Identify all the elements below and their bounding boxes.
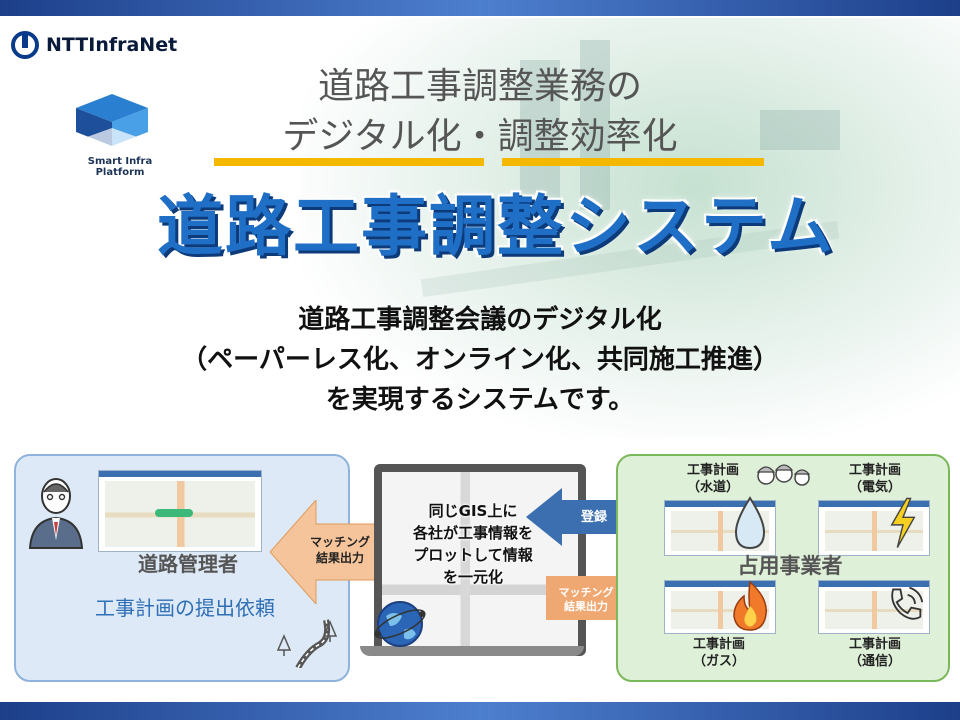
description-line3: を実現するシステムです。	[325, 385, 635, 415]
matching-result-label-right: マッチング 結果出力	[548, 586, 624, 614]
gis-line3: プロットして情報	[413, 546, 533, 564]
register-label: 登録	[580, 510, 607, 525]
page-title: 道路工事調整システム	[156, 188, 836, 265]
matching-result-label-left: マッチング 結果出力	[300, 534, 380, 566]
utility-operators-label: 占用事業者	[737, 554, 843, 578]
thumbnail-header	[99, 471, 261, 477]
gas-plan-line2: （ガス）	[692, 654, 745, 669]
background-building	[580, 40, 610, 210]
request-label: 工事計画の提出依頼	[95, 596, 275, 620]
platform-line2: Platform	[95, 167, 145, 178]
phone-icon	[891, 586, 924, 620]
water-plan-label: 工事計画 （水道）	[668, 462, 758, 496]
thumbnail-header	[819, 581, 929, 587]
platform-name: Smart Infra Platform	[60, 156, 180, 178]
ntt-logo-icon	[11, 31, 39, 59]
matching-left-line2: 結果出力	[315, 551, 364, 565]
thumbnail-header	[665, 501, 775, 507]
water-drop-icon	[734, 496, 766, 550]
background-city-illustration	[300, 18, 960, 438]
subtitle: 道路工事調整業務の デジタル化・調整効率化	[200, 62, 760, 162]
bottom-banner	[0, 702, 960, 720]
thumbnail-map	[825, 591, 923, 629]
water-plan-line2: （水道）	[686, 480, 739, 495]
description: 道路工事調整会議のデジタル化 （ペーパーレス化、オンライン化、共同施工推進） を…	[100, 300, 860, 420]
smart-infra-logo-icon	[76, 94, 148, 150]
description-line2: （ペーパーレス化、オンライン化、共同施工推進）	[181, 345, 779, 375]
electric-plan-line2: （電気）	[848, 480, 901, 495]
subtitle-line2: デジタル化・調整効率化	[282, 116, 678, 157]
utility-operators-panel	[616, 454, 950, 682]
matching-result-arrow-left	[270, 500, 382, 604]
gis-description: 同じGIS上に 各社が工事情報を プロットして情報 を一元化	[386, 500, 560, 588]
register-arrow	[526, 488, 618, 546]
telecom-plan-line2: （通信）	[848, 654, 901, 669]
matching-right-line1: マッチング	[558, 586, 614, 599]
road-administrator-label: 道路管理者	[138, 552, 238, 576]
top-banner	[0, 0, 960, 16]
electric-plan-line1: 工事計画	[848, 463, 901, 478]
workers-icon	[756, 464, 811, 486]
telecom-plan-line1: 工事計画	[848, 637, 901, 652]
lightning-icon	[890, 497, 916, 548]
laptop-base	[360, 646, 584, 656]
background-building	[760, 110, 840, 150]
trees-road-icon	[276, 619, 338, 668]
globe-icon	[374, 601, 426, 647]
ntt-logo: NTTInfraNet	[10, 30, 177, 60]
subtitle-underline	[214, 158, 484, 166]
platform-line1: Smart Infra	[87, 156, 153, 167]
gis-line1: 同じGIS上に	[428, 502, 518, 520]
flame-icon	[733, 580, 767, 631]
official-person-icon	[28, 478, 84, 549]
electric-plan-label: 工事計画 （電気）	[830, 462, 920, 496]
subtitle-line1: 道路工事調整業務の	[317, 66, 642, 107]
matching-left-line1: マッチング	[309, 535, 370, 549]
subtitle-underline	[502, 158, 764, 166]
matching-right-line2: 結果出力	[564, 600, 608, 613]
gis-line2: 各社が工事情報を	[412, 524, 533, 542]
company-name: NTTInfraNet	[46, 34, 178, 56]
background-building	[520, 60, 560, 210]
telecom-plan-label: 工事計画 （通信）	[830, 636, 920, 670]
thumbnail-header	[819, 501, 929, 507]
gis-line4: を一元化	[442, 568, 503, 586]
electric-plan-screen	[818, 500, 930, 556]
water-plan-line1: 工事計画	[686, 463, 739, 478]
description-line1: 道路工事調整会議のデジタル化	[298, 305, 662, 335]
map-highlight	[155, 509, 193, 517]
admin-screen-thumbnail	[98, 470, 262, 552]
gas-plan-line1: 工事計画	[692, 637, 745, 652]
thumbnail-header	[665, 581, 775, 587]
gas-plan-label: 工事計画 （ガス）	[674, 636, 764, 670]
